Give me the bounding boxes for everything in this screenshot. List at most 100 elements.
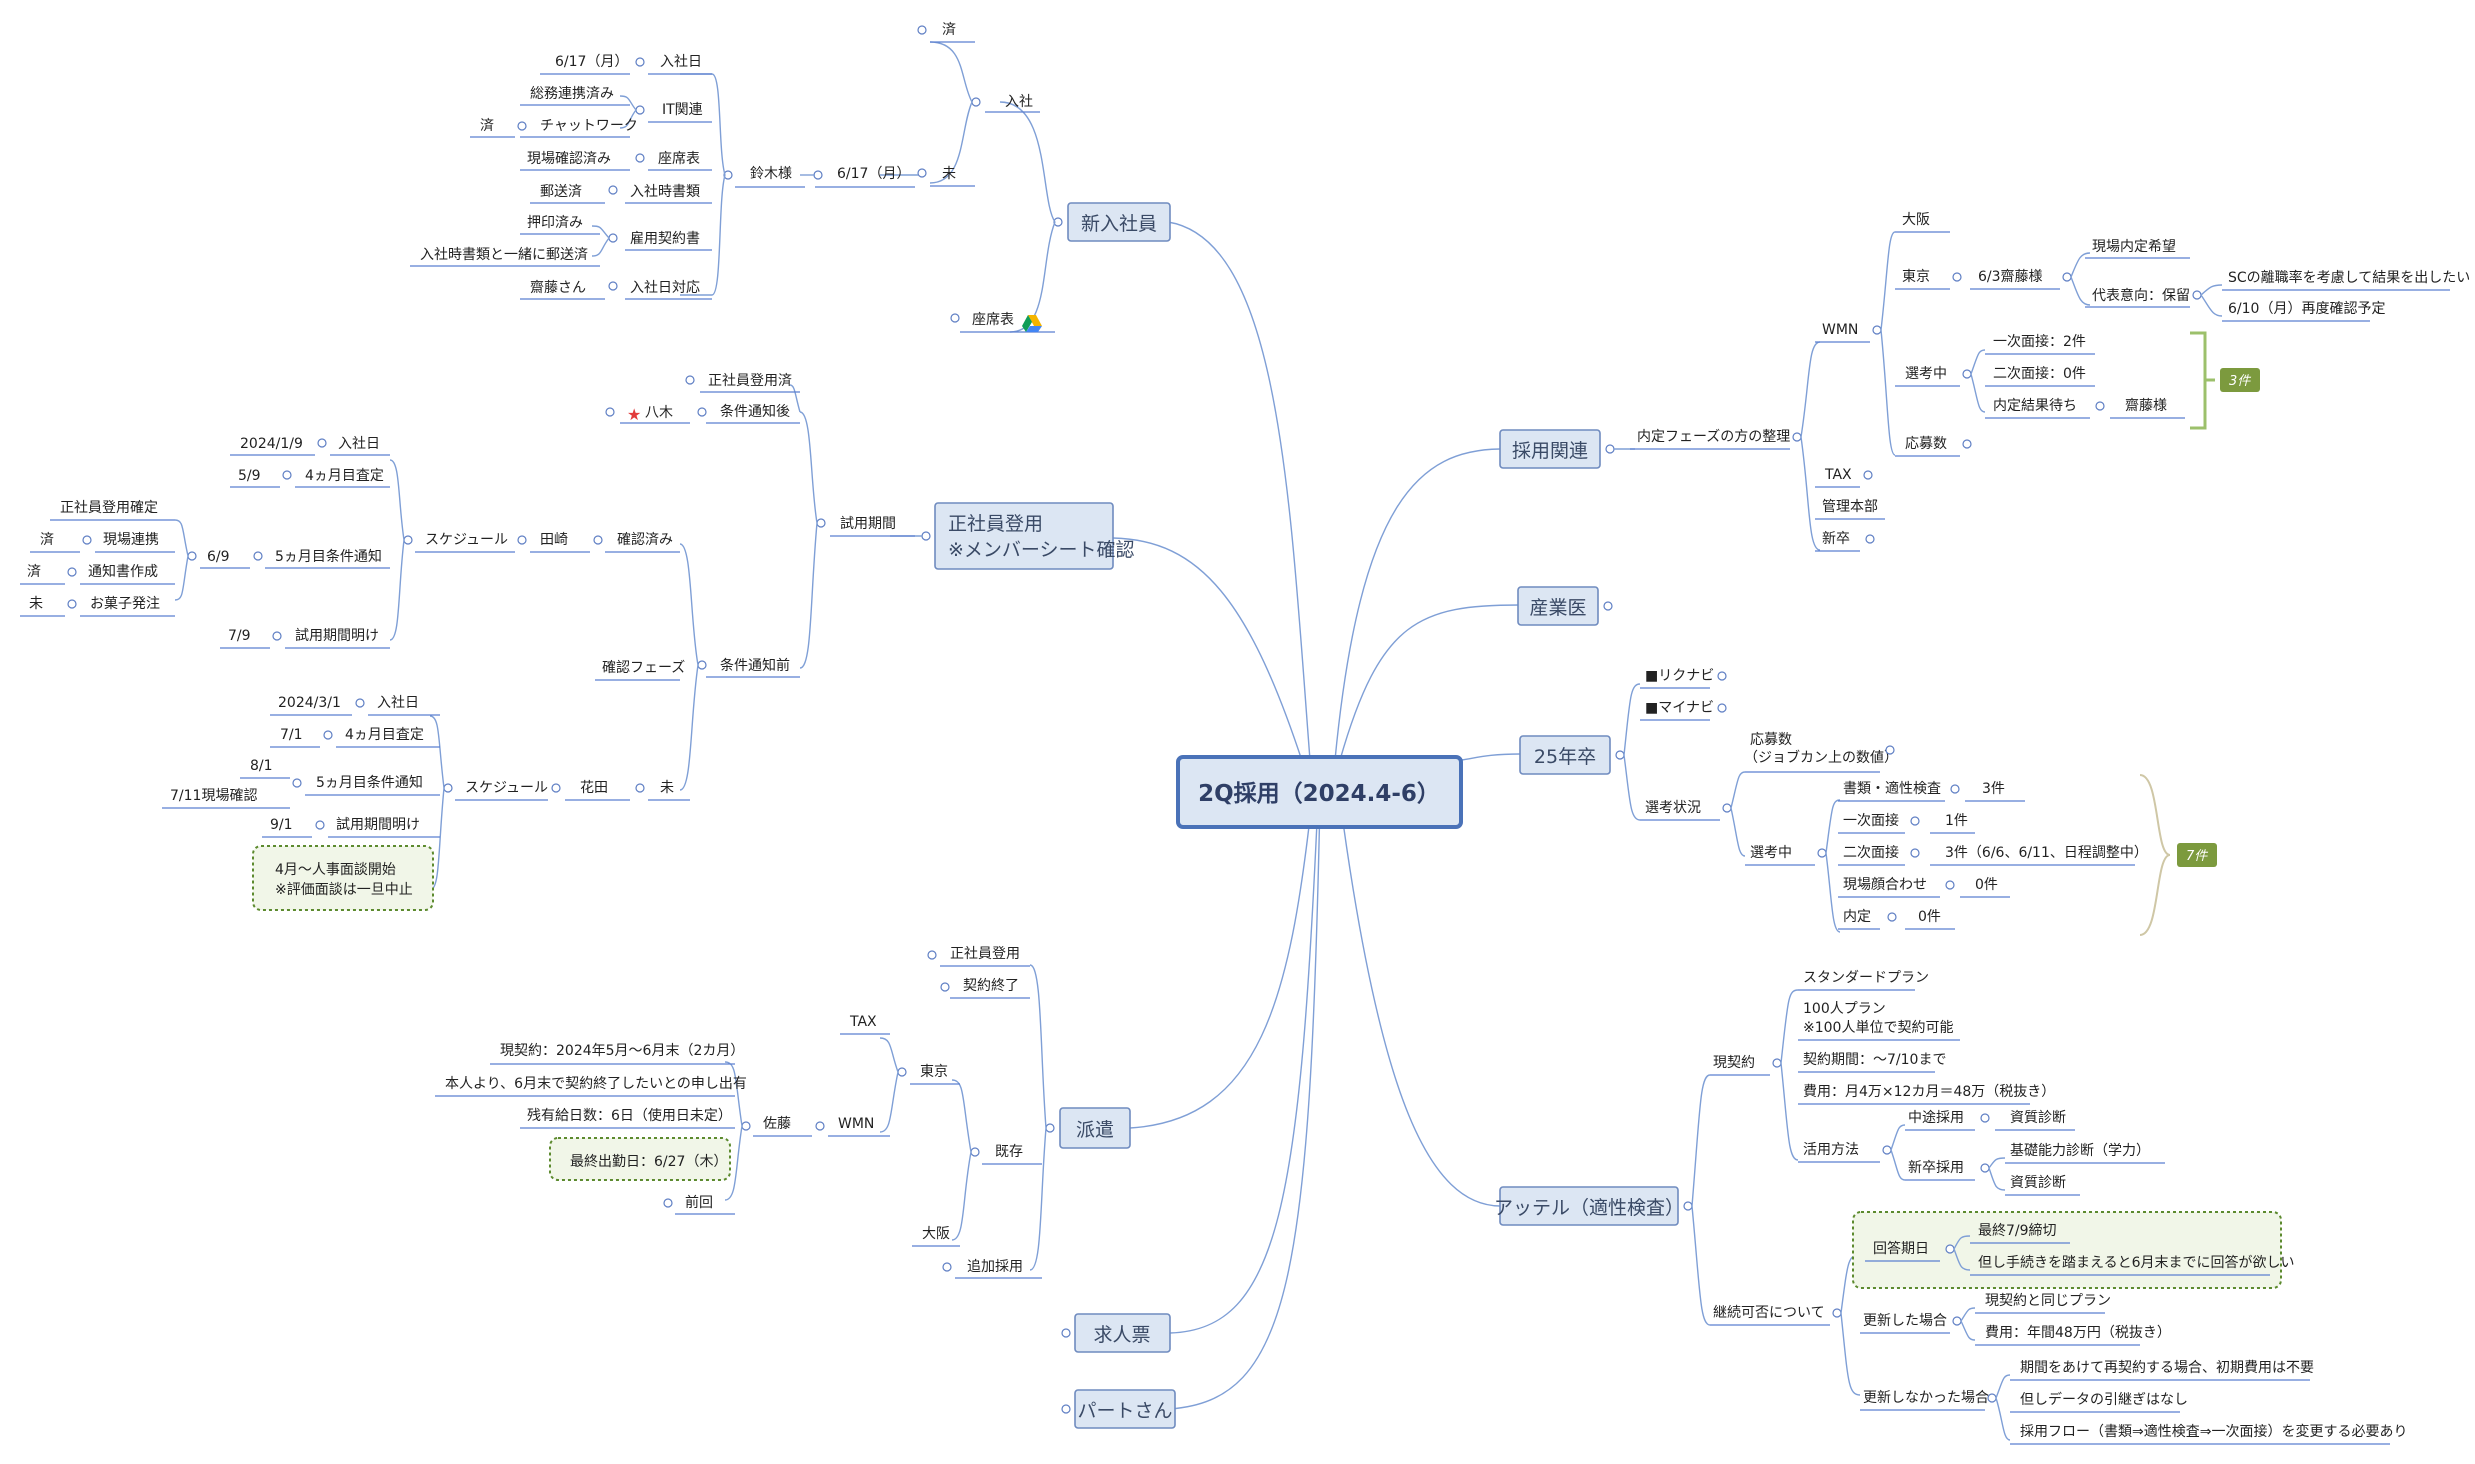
node-date-617[interactable]: 6/17（月） [837,166,910,182]
dispatch-note[interactable]: 最終出勤日：6/27（木） [549,1137,731,1181]
collapse-toggle[interactable] [67,599,77,609]
expand-toggle[interactable] [1061,1328,1071,1338]
collapse-toggle[interactable] [187,551,197,561]
node-attel-mid-a[interactable]: 資質診断 [2010,1110,2066,1126]
node-kizon[interactable]: 既存 [995,1144,1023,1160]
node-mi[interactable]: 未 [942,166,956,182]
expand-toggle[interactable] [1603,601,1613,611]
node-docs[interactable]: 入社時書類 [630,184,700,200]
node-confirmed[interactable]: 確認済み [617,532,673,548]
collapse-toggle[interactable] [1605,444,1615,454]
collapse-toggle[interactable] [1615,750,1625,760]
node-attel-plan[interactable]: スタンダードプラン [1803,970,1929,986]
node-t-5m-a[interactable]: 正社員登用確定 [60,500,158,516]
collapse-toggle[interactable] [253,551,263,561]
collapse-toggle[interactable] [917,168,927,178]
node-first-day-val[interactable]: 齋藤さん [530,279,586,296]
node-seat[interactable]: 座席表 [658,151,700,167]
node-attel-renew[interactable]: 継続可否について [1713,1304,1825,1321]
collapse-toggle[interactable] [517,535,527,545]
node-h-5m[interactable]: 5ヵ月目条件通知 [316,774,423,791]
node-s3[interactable]: 内定結果待ち [1993,398,2077,414]
collapse-toggle[interactable] [921,531,931,541]
collapse-toggle[interactable] [517,121,527,131]
node-attel-new-b[interactable]: 資質診断 [2010,1175,2066,1191]
collapse-toggle[interactable] [272,631,282,641]
topic-regular[interactable] [934,502,1114,570]
collapse-toggle[interactable] [635,105,645,115]
node-contract[interactable]: 雇用契約書 [630,230,700,247]
expand-toggle[interactable] [1061,1404,1071,1414]
node-yagi[interactable]: 八木 [645,405,673,421]
node-t-5m-c[interactable]: 通知書作成 [88,563,158,580]
collapse-toggle[interactable] [940,982,950,992]
collapse-toggle[interactable] [723,170,733,180]
node-hanada[interactable]: 花田 [580,780,608,796]
topic-attel[interactable] [1499,1186,1679,1226]
topic-recruit[interactable] [1499,429,1601,469]
node-t-5m-date[interactable]: 6/9 [207,549,230,565]
node-grad-apps-1[interactable]: 応募数 [1750,732,1792,748]
collapse-toggle[interactable] [1722,803,1732,813]
collapse-toggle[interactable] [608,185,618,195]
collapse-toggle[interactable] [1683,1201,1693,1211]
node-grad-r1[interactable]: 書類・適性検査 [1843,780,1941,797]
node-before[interactable]: 条件通知前 [720,657,790,674]
expand-toggle[interactable] [663,1198,673,1208]
collapse-toggle[interactable] [1882,1145,1892,1155]
node-s2[interactable]: 二次面接：0件 [1993,365,2086,382]
node-t-5m[interactable]: 5ヵ月目条件通知 [275,548,382,565]
node-h-5m-sub[interactable]: 7/11現場確認 [170,788,257,804]
node-grad-r2v[interactable]: 1件 [1945,813,1968,829]
node-phase[interactable]: 確認フェーズ [602,660,685,676]
collapse-toggle[interactable] [593,535,603,545]
node-attel-d2[interactable]: 但し手続きを踏まえると6月末までに回答が欲しい [1978,1254,2295,1271]
node-attel-p100a[interactable]: 100人プラン [1803,1001,1886,1017]
collapse-toggle[interactable] [608,281,618,291]
node-contract-b[interactable]: 入社時書類と一緒に郵送済 [420,247,588,263]
expand-toggle[interactable] [605,407,615,417]
node-seat-chart[interactable]: 座席表 [972,312,1014,328]
node-recruit-screening[interactable]: 選考中 [1905,366,1947,382]
expand-toggle[interactable] [1863,470,1873,480]
node-grad-r5[interactable]: 内定 [1843,909,1871,925]
node-t-4m[interactable]: 4ヵ月目査定 [305,468,384,484]
node-attel-not-renewed[interactable]: 更新しなかった場合 [1863,1390,1989,1406]
node-attel-usage[interactable]: 活用方法 [1803,1142,1859,1158]
topic-job-ad[interactable] [1074,1313,1171,1353]
node-mynavi[interactable]: ■マイナビ [1645,700,1714,716]
collapse-toggle[interactable] [971,97,981,107]
node-recruit-newgrad[interactable]: 新卒 [1822,531,1850,547]
expand-toggle[interactable] [1717,703,1727,713]
topic-grad25[interactable] [1519,735,1611,775]
expand-toggle[interactable] [1865,534,1875,544]
expand-toggle[interactable] [950,313,960,323]
node-grad-r3v[interactable]: 3件（6/6、6/11、日程調整中） [1945,845,2148,861]
collapse-toggle[interactable] [1887,912,1897,922]
collapse-toggle[interactable] [635,783,645,793]
collapse-toggle[interactable] [1817,848,1827,858]
collapse-toggle[interactable] [897,1067,907,1077]
collapse-toggle[interactable] [1832,1308,1842,1318]
collapse-toggle[interactable] [2095,401,2105,411]
collapse-toggle[interactable] [1053,217,1063,227]
node-recruit-wmn[interactable]: WMN [1822,322,1858,338]
count-badge-grad[interactable]: 7件 [2177,843,2217,867]
collapse-toggle[interactable] [1987,1393,1997,1403]
collapse-toggle[interactable] [1792,432,1802,442]
collapse-toggle[interactable] [355,698,365,708]
collapse-toggle[interactable] [282,470,292,480]
expand-toggle[interactable] [685,375,695,385]
collapse-toggle[interactable] [697,407,707,417]
node-t-5m-c-status[interactable]: 済 [27,564,41,580]
node-h-4m[interactable]: 4ヵ月目査定 [345,727,424,743]
node-schedule-2[interactable]: スケジュール [465,780,548,796]
collapse-toggle[interactable] [443,783,453,793]
node-first-day[interactable]: 入社日対応 [630,280,700,296]
collapse-toggle[interactable] [697,660,707,670]
node-attel-rn2[interactable]: 費用：年間48万円（税抜き） [1985,1325,2171,1341]
topic-dispatch[interactable] [1059,1107,1131,1149]
collapse-toggle[interactable] [816,518,826,528]
collapse-toggle[interactable] [2192,290,2202,300]
node-dispatch-add[interactable]: 追加採用 [967,1259,1023,1275]
